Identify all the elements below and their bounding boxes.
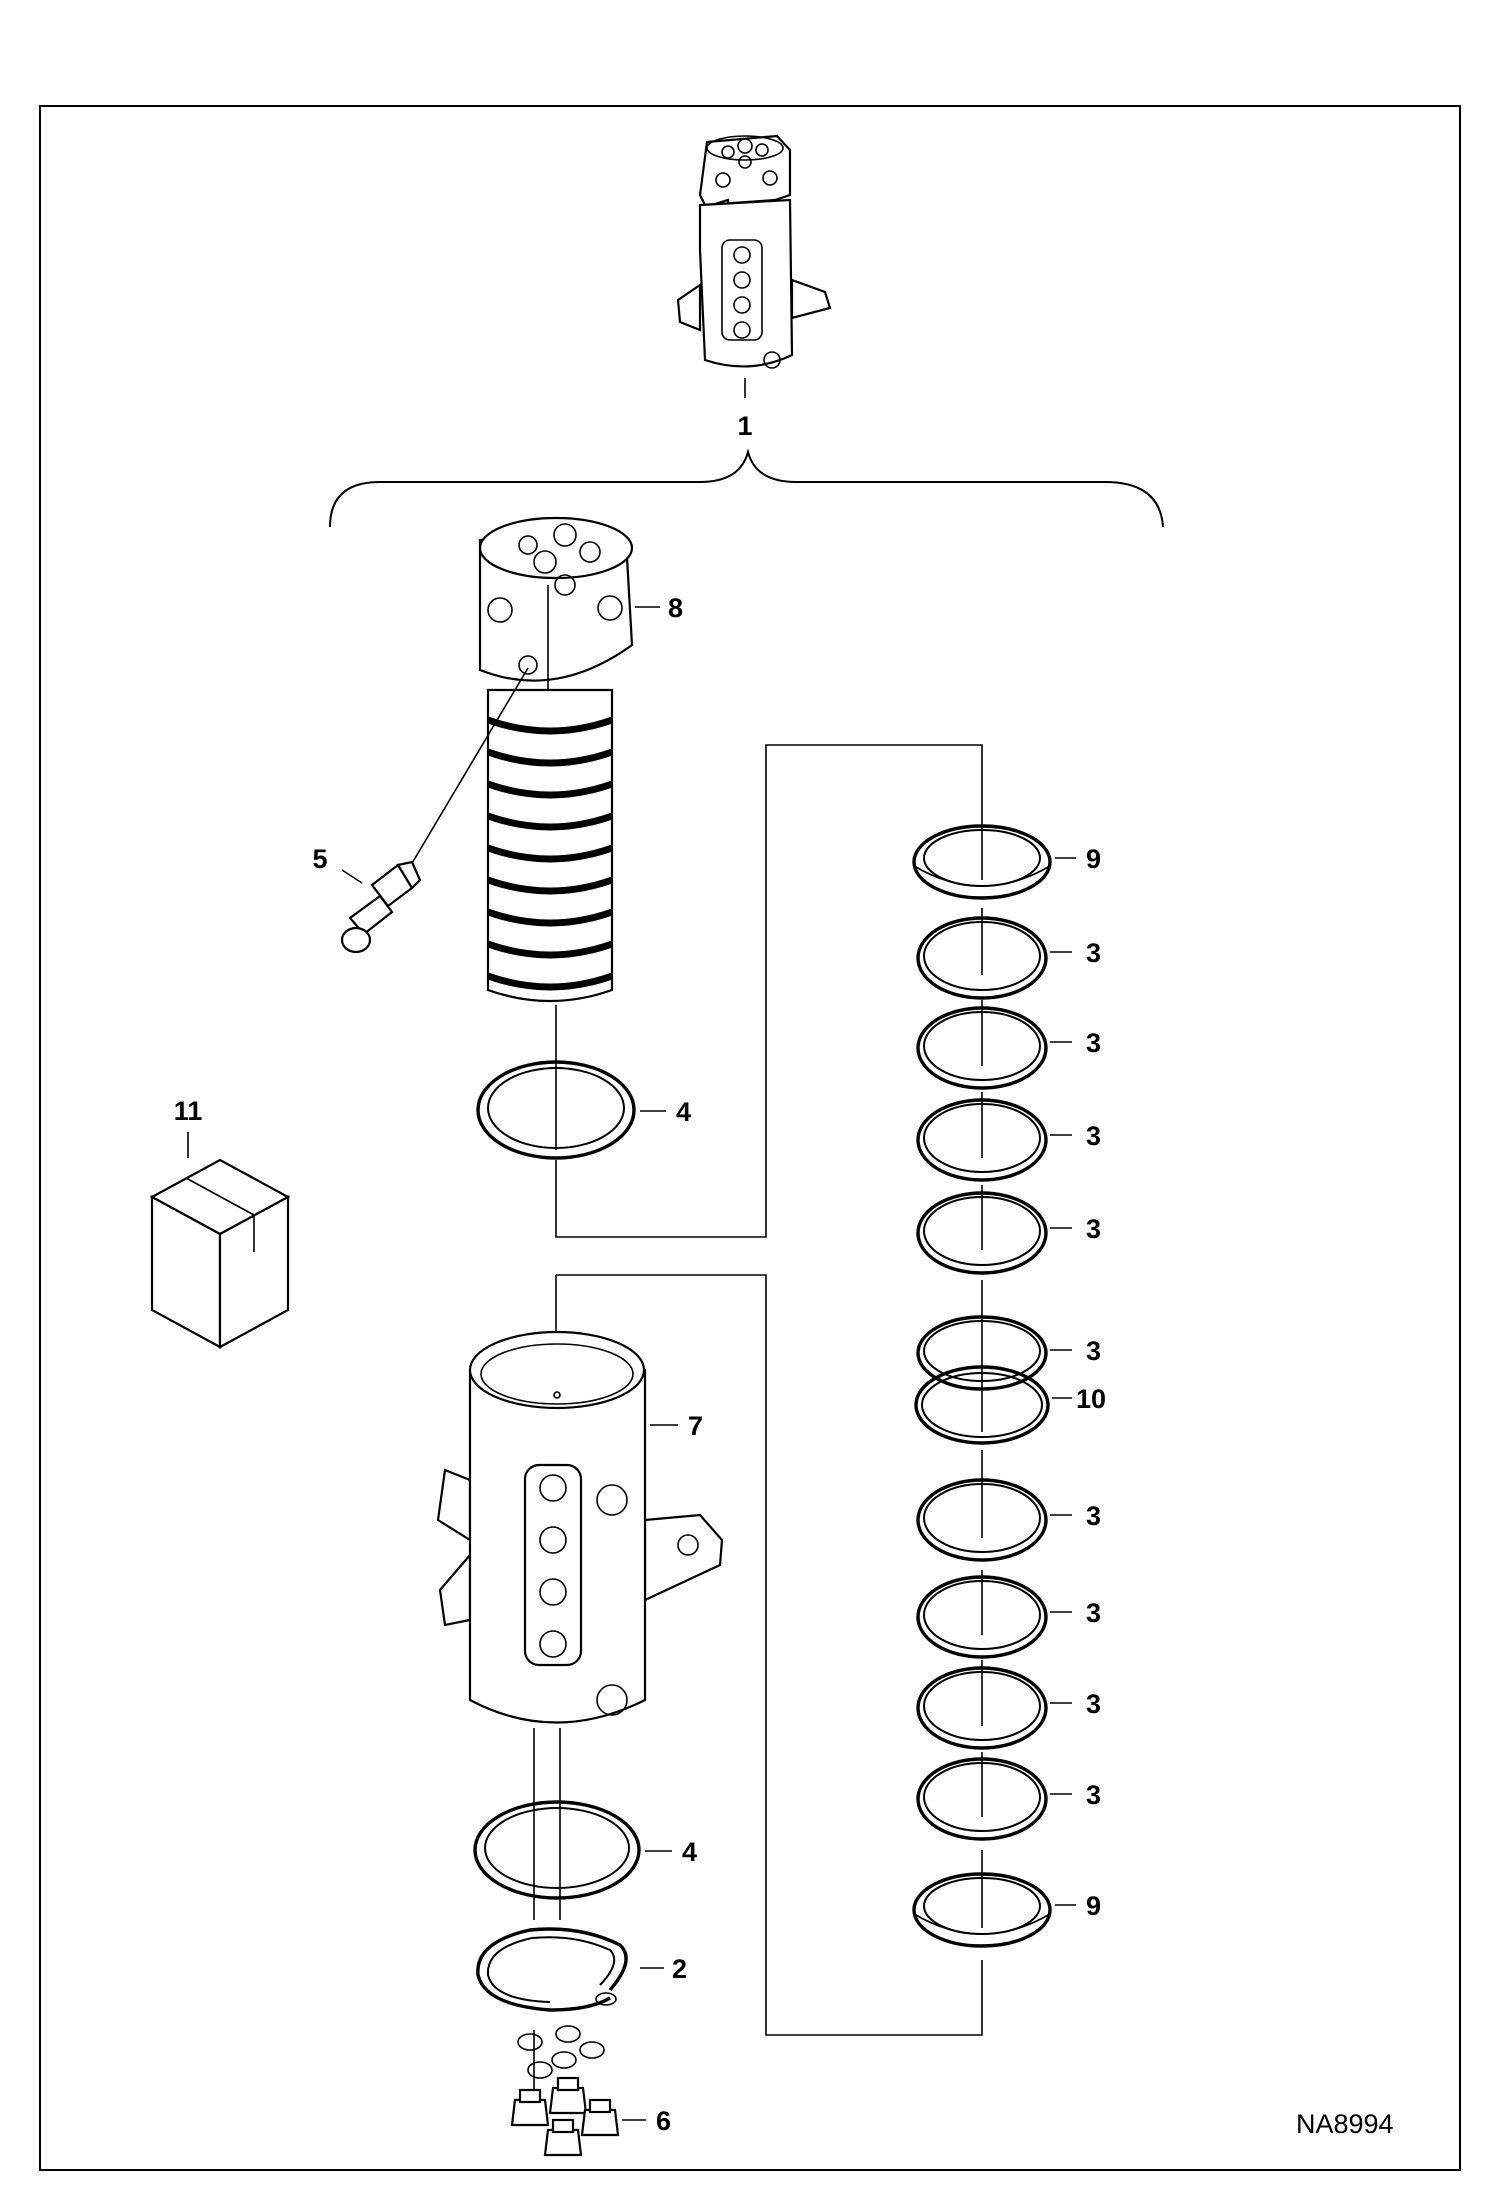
- fitting-illustration: [340, 860, 422, 954]
- callout-7: 7: [688, 1411, 703, 1441]
- callout-10: 10: [1076, 1384, 1106, 1414]
- callout-4-lower: 4: [682, 1837, 697, 1867]
- assembly-brace: [329, 448, 1164, 528]
- swivel-assembly-illustration: [676, 134, 832, 369]
- callout-3-f: 3: [1086, 1501, 1101, 1531]
- drawing-code: NA8994: [1296, 2109, 1394, 2139]
- callout-8: 8: [668, 593, 683, 623]
- callout-3-i: 3: [1086, 1780, 1101, 1810]
- callout-9-bottom: 9: [1086, 1891, 1101, 1921]
- callout-4-upper: 4: [676, 1097, 691, 1127]
- seal-stack-illustration: [912, 824, 1052, 1948]
- callout-3-d: 3: [1086, 1214, 1101, 1244]
- callout-3-a: 3: [1086, 938, 1101, 968]
- callout-3-e: 3: [1086, 1336, 1101, 1366]
- snap-ring-illustration: [476, 1927, 628, 2012]
- o-ring-illustration-lower: [473, 1800, 641, 1900]
- drawing-border: [39, 105, 1461, 2171]
- housing-illustration: [436, 1330, 724, 1724]
- callout-3-h: 3: [1086, 1689, 1101, 1719]
- callout-5: 5: [312, 844, 327, 874]
- callout-3-c: 3: [1086, 1121, 1101, 1151]
- spindle-illustration: [478, 516, 634, 1003]
- callout-3-b: 3: [1086, 1028, 1101, 1058]
- callout-11: 11: [174, 1096, 203, 1126]
- callout-6: 6: [656, 2106, 671, 2136]
- callout-9-top: 9: [1086, 844, 1101, 874]
- callout-1: 1: [737, 411, 752, 441]
- callout-2: 2: [672, 1954, 687, 1984]
- callout-3-g: 3: [1086, 1598, 1101, 1628]
- seal-kit-illustration: [149, 1158, 291, 1349]
- plug-illustration: [510, 2025, 620, 2157]
